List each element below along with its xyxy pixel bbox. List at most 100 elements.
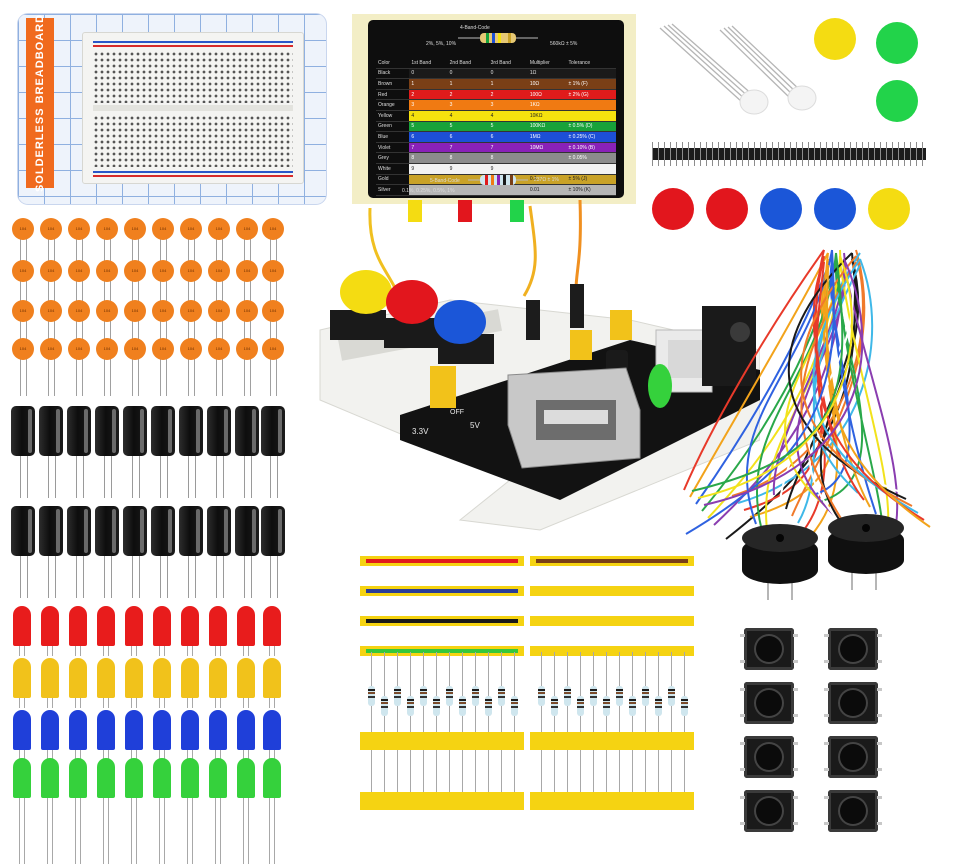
yellow-led: [97, 658, 115, 698]
led-lead: [75, 642, 76, 656]
led-lead: [164, 694, 165, 708]
capacitor-lead: [276, 278, 277, 318]
color-code-cell: 5: [488, 121, 528, 133]
blue-led: [263, 710, 281, 750]
ceramic-capacitor: 104: [124, 218, 146, 240]
tactile-switch-pin: [877, 634, 882, 637]
electrolytic-capacitor: [151, 506, 175, 556]
led-lead: [52, 642, 53, 656]
led-lead: [159, 794, 160, 864]
capacitor-lead: [54, 278, 55, 318]
resistor-lead: [436, 652, 437, 792]
led-lead: [187, 746, 188, 760]
capacitor-lead: [216, 278, 217, 318]
resistor-lead: [475, 652, 476, 792]
led-lead: [269, 746, 270, 760]
resistor: [564, 686, 571, 706]
ceramic-capacitor: 104: [96, 300, 118, 322]
resistor: [577, 696, 584, 716]
green-button-cap: [876, 22, 918, 64]
capacitor-lead: [188, 236, 189, 276]
jumper-wire: [743, 261, 825, 511]
capacitor-lead: [104, 356, 105, 396]
resistor: [459, 696, 466, 716]
red-led: [181, 606, 199, 646]
tactile-switch-pin: [793, 688, 798, 691]
tactile-switch-pin: [793, 768, 798, 771]
led-lead: [75, 746, 76, 760]
resistor-lead: [384, 652, 385, 792]
led-lead: [274, 794, 275, 864]
led-lead: [159, 694, 160, 708]
blue-led: [41, 710, 59, 750]
jumper-wire: [825, 264, 931, 528]
ceramic-capacitor: 104: [12, 260, 34, 282]
color-code-cell: 8: [447, 152, 489, 164]
color-code-header-cell: 1st Band: [409, 58, 448, 69]
capacitor-lead: [244, 554, 245, 598]
color-code-header-cell: Color: [376, 58, 410, 69]
color-code-cell: [447, 184, 489, 196]
capacitor-lead: [216, 356, 217, 396]
capacitor-lead: [20, 554, 21, 598]
color-code-cell: 9: [409, 163, 448, 175]
color-code-cell: 1: [488, 78, 528, 90]
capacitor-lead: [55, 554, 56, 598]
capacitor-lead: [138, 356, 139, 396]
color-code-cell: 0.01: [527, 184, 567, 196]
jumper-wire: [843, 264, 899, 536]
color-code-cell: 4: [488, 110, 528, 122]
yellow-button-cap: [868, 188, 910, 230]
capacitor-lead: [76, 356, 77, 396]
color-code-cell: 3: [488, 99, 528, 111]
capacitor-lead: [160, 554, 161, 598]
resistor-lead: [371, 652, 372, 792]
ceramic-capacitor: 104: [180, 338, 202, 360]
resistor-pack-right: [530, 556, 700, 836]
electrolytic-capacitor: [95, 406, 119, 456]
capacitor-lead: [167, 554, 168, 598]
color-code-cell: [527, 152, 567, 164]
led-lead: [215, 694, 216, 708]
capacitor-lead: [110, 278, 111, 318]
led-lead: [248, 794, 249, 864]
resistor: [642, 686, 649, 706]
green-led: [153, 758, 171, 798]
led-lead: [47, 694, 48, 708]
electrolytic-capacitor: [151, 406, 175, 456]
yellow-led: [153, 658, 171, 698]
led-lead: [131, 642, 132, 656]
led-lead: [192, 746, 193, 760]
red-led: [41, 606, 59, 646]
green-led: [209, 758, 227, 798]
capacitor-lead: [55, 454, 56, 498]
color-code-cell: Yellow: [376, 110, 410, 122]
capacitor-lead: [132, 454, 133, 498]
green-led: [181, 758, 199, 798]
resistor-lead: [410, 652, 411, 792]
capacitor-lead: [20, 454, 21, 498]
five-band-title: 5-Band-Code: [430, 178, 460, 184]
electrolytic-capacitor: [179, 406, 203, 456]
five-band-note: 0.1%, 0.25%, 0.5%, 1%: [402, 188, 455, 194]
ceramic-capacitor: 104: [152, 338, 174, 360]
tactile-switch-pin: [740, 688, 745, 691]
jumper-wire: [796, 252, 847, 516]
led-lead: [164, 746, 165, 760]
capacitor-lead: [20, 278, 21, 318]
tactile-switch: [744, 628, 794, 670]
jumper-wire: [830, 255, 877, 515]
capacitor-lead: [132, 236, 133, 276]
color-code-cell: Brown: [376, 78, 410, 90]
capacitor-lead: [26, 356, 27, 396]
resistor: [446, 686, 453, 706]
color-code-cell: 2: [488, 89, 528, 101]
led-lead: [103, 694, 104, 708]
color-code-cell: 1Ω: [527, 68, 567, 80]
led-lead: [243, 746, 244, 760]
led-lead: [164, 794, 165, 864]
